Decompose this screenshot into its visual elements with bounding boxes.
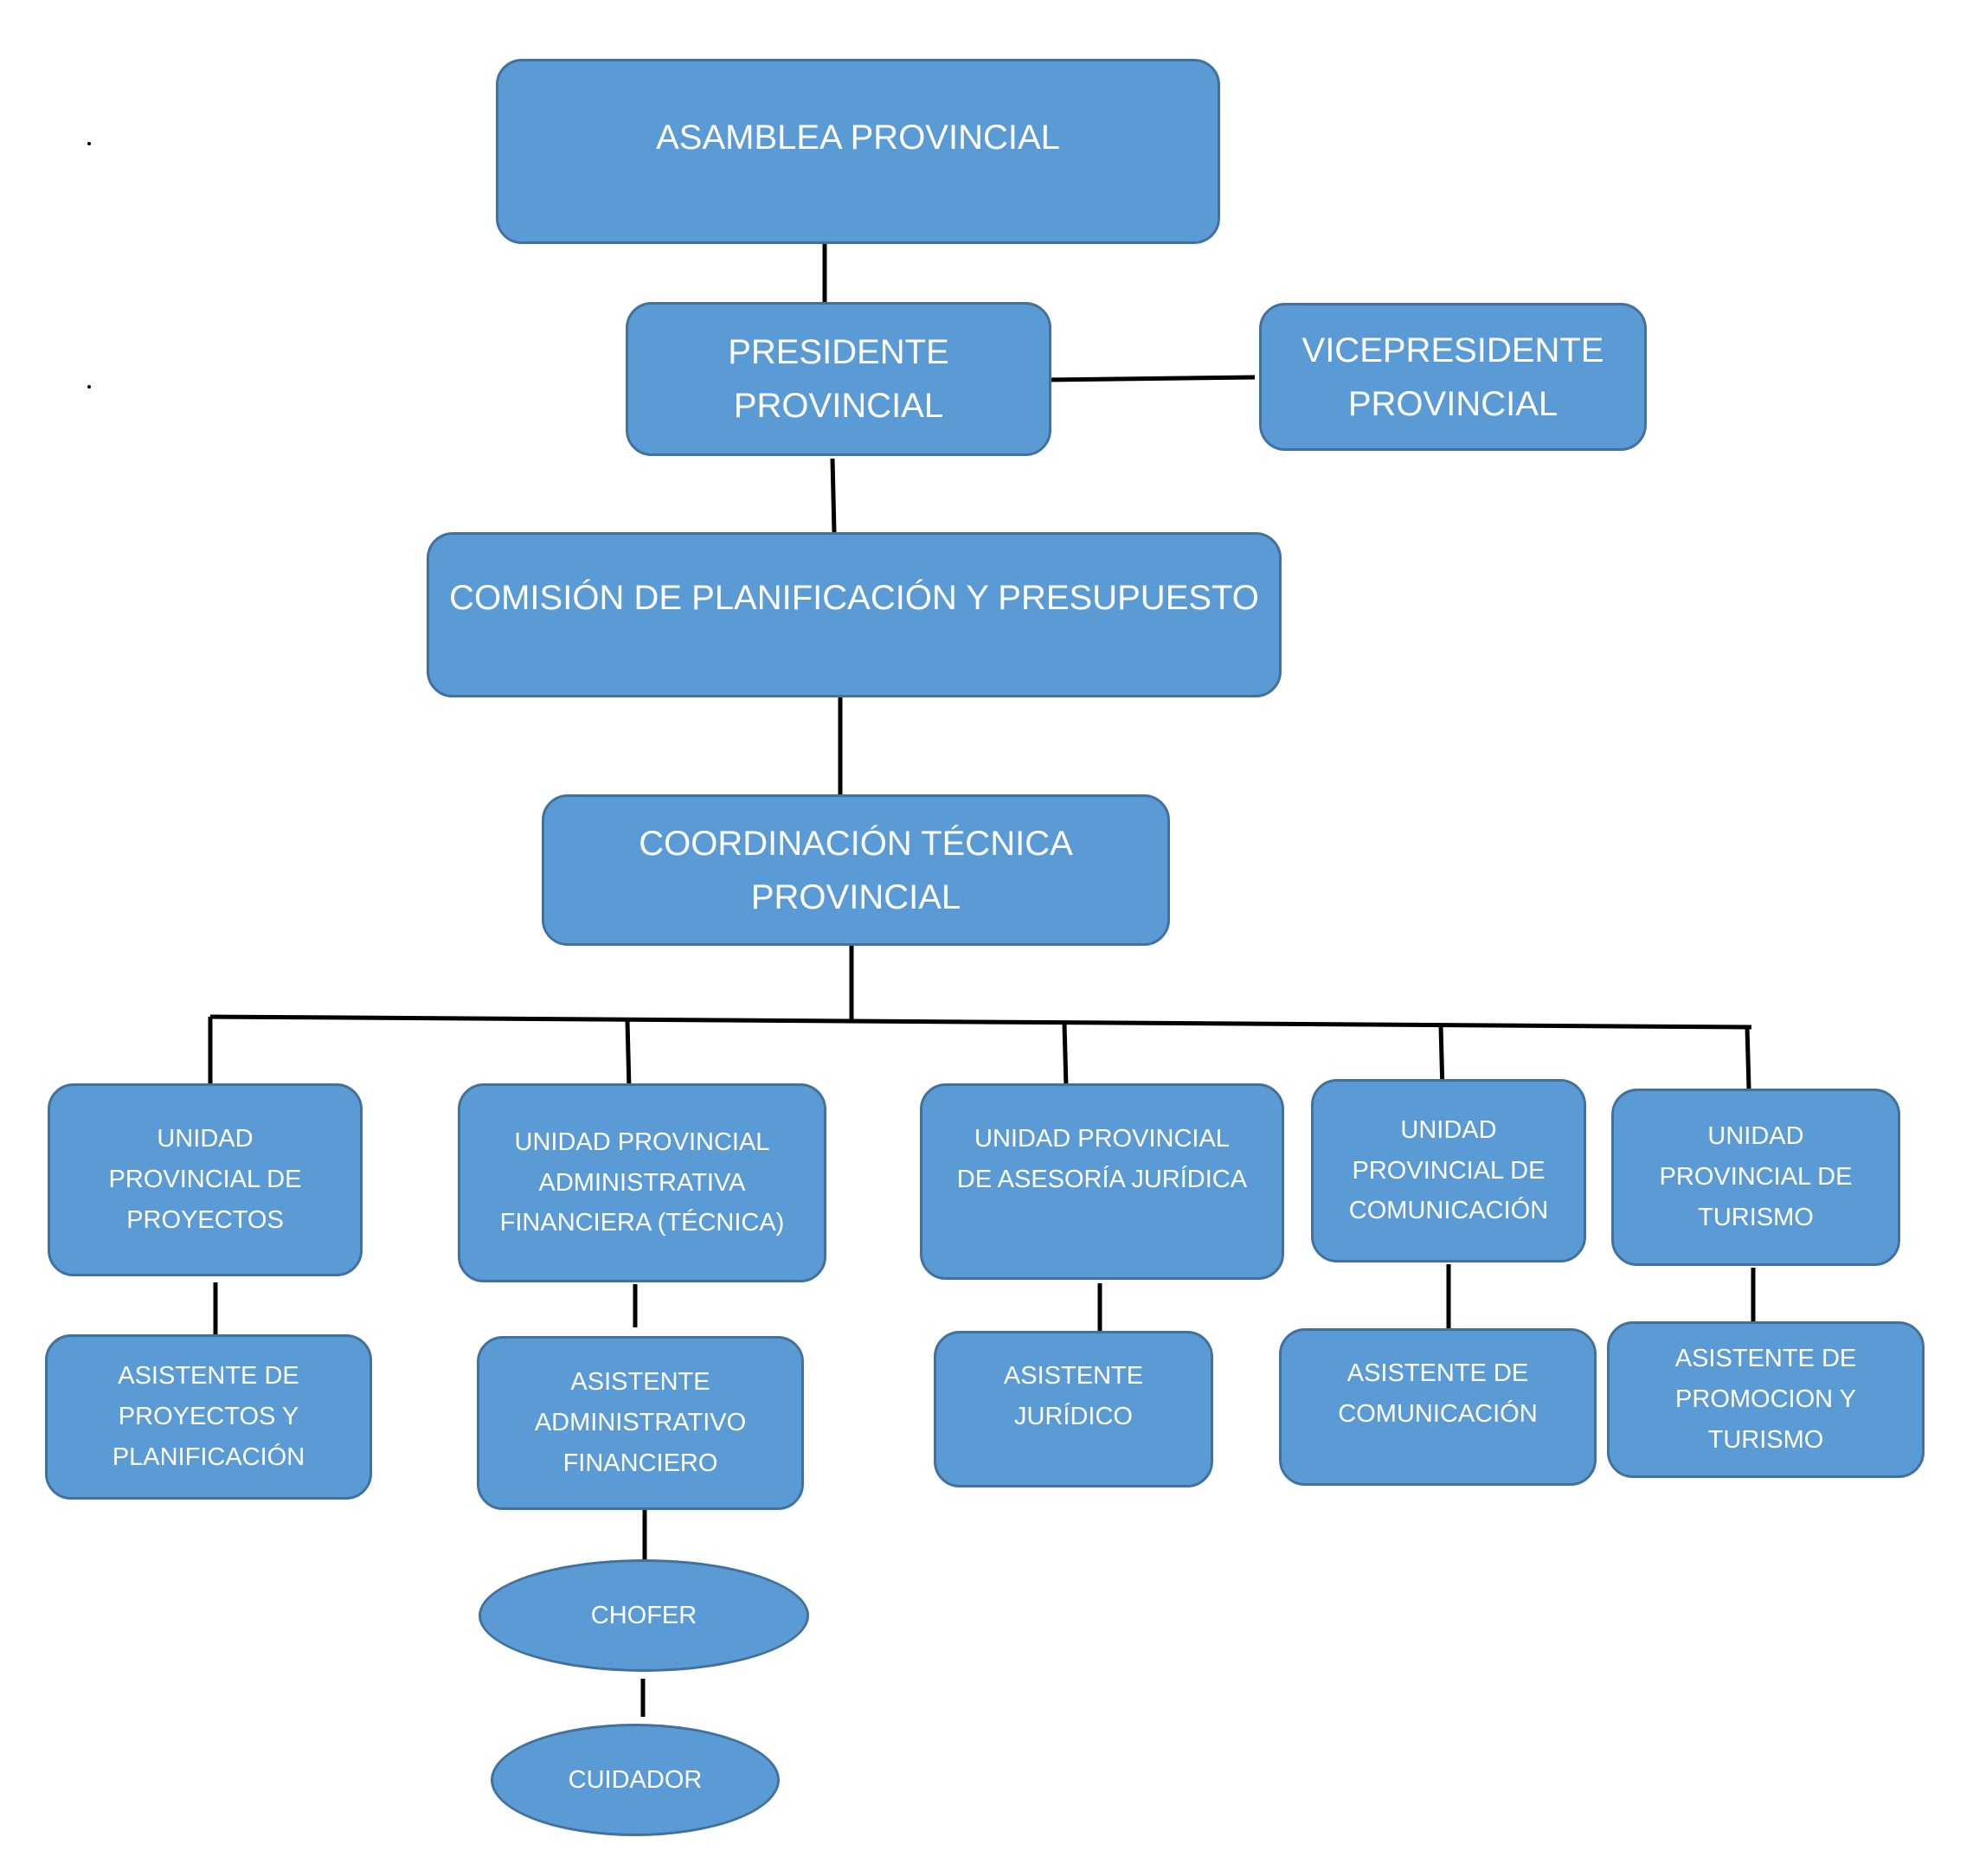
node-unidad-administrativa: UNIDAD PROVINCIAL ADMINISTRATIVA FINANCI…	[458, 1083, 826, 1282]
node-unidad-turismo: UNIDAD PROVINCIAL DE TURISMO	[1611, 1089, 1900, 1266]
node-unidad-comunicacion: UNIDAD PROVINCIAL DE COMUNICACIÓN	[1311, 1079, 1586, 1262]
node-chofer: CHOFER	[479, 1559, 809, 1672]
stray-dot-1	[87, 142, 91, 145]
node-label: COORDINACIÓN TÉCNICA PROVINCIAL	[639, 824, 1073, 916]
line-bus-juridica	[1062, 1023, 1069, 1088]
node-asistente-comunicacion: ASISTENTE DE COMUNICACIÓN	[1279, 1328, 1597, 1486]
node-label: UNIDAD PROVINCIAL DE PROYECTOS	[108, 1125, 302, 1234]
line-bus-administrativa	[625, 1020, 632, 1089]
node-label: UNIDAD PROVINCIAL DE ASESORÍA JURÍDICA	[956, 1125, 1248, 1193]
node-presidente-provincial: PRESIDENTE PROVINCIAL	[626, 302, 1051, 456]
line-presidente-vicepresidente	[1044, 375, 1256, 382]
node-asamblea-provincial: ASAMBLEA PROVINCIAL	[496, 59, 1220, 244]
node-label: ASAMBLEA PROVINCIAL	[656, 119, 1060, 157]
node-label: UNIDAD PROVINCIAL ADMINISTRATIVA FINANCI…	[499, 1128, 785, 1237]
stray-dot-2	[87, 385, 91, 389]
node-label: ASISTENTE ADMINISTRATIVO FINANCIERO	[534, 1368, 747, 1477]
node-comision-planificacion: COMISIÓN DE PLANIFICACIÓN Y PRESUPUESTO	[427, 532, 1282, 697]
node-label: ASISTENTE DE PROMOCION Y TURISMO	[1674, 1345, 1857, 1454]
node-label: CUIDADOR	[568, 1765, 703, 1794]
node-label: ASISTENTE JURÍDICO	[1003, 1362, 1144, 1430]
line-horizontal-bus	[209, 1014, 1752, 1030]
node-asistente-turismo: ASISTENTE DE PROMOCION Y TURISMO	[1607, 1321, 1925, 1478]
node-unidad-juridica: UNIDAD PROVINCIAL DE ASESORÍA JURÍDICA	[920, 1083, 1284, 1280]
node-label: UNIDAD PROVINCIAL DE COMUNICACIÓN	[1348, 1115, 1549, 1225]
node-label: UNIDAD PROVINCIAL DE TURISMO	[1659, 1122, 1853, 1231]
node-label: PRESIDENTE PROVINCIAL	[728, 333, 949, 425]
node-label: VICEPRESIDENTE PROVINCIAL	[1301, 331, 1604, 423]
node-unidad-proyectos: UNIDAD PROVINCIAL DE PROYECTOS	[48, 1083, 363, 1276]
node-label: ASISTENTE DE COMUNICACIÓN	[1338, 1359, 1538, 1428]
node-coordinacion-tecnica: COORDINACIÓN TÉCNICA PROVINCIAL	[542, 794, 1170, 946]
node-label: ASISTENTE DE PROYECTOS Y PLANIFICACIÓN	[112, 1362, 305, 1471]
node-label: COMISIÓN DE PLANIFICACIÓN Y PRESUPUESTO	[449, 579, 1259, 617]
line-bus-turismo	[1745, 1026, 1751, 1089]
line-presidente-comision	[830, 458, 837, 533]
node-cuidador: CUIDADOR	[491, 1724, 780, 1836]
node-asistente-proyectos: ASISTENTE DE PROYECTOS Y PLANIFICACIÓN	[45, 1334, 372, 1500]
node-label: CHOFER	[590, 1601, 697, 1629]
node-vicepresidente-provincial: VICEPRESIDENTE PROVINCIAL	[1259, 303, 1647, 451]
node-asistente-administrativo: ASISTENTE ADMINISTRATIVO FINANCIERO	[477, 1336, 804, 1510]
node-asistente-juridico: ASISTENTE JURÍDICO	[934, 1331, 1213, 1487]
